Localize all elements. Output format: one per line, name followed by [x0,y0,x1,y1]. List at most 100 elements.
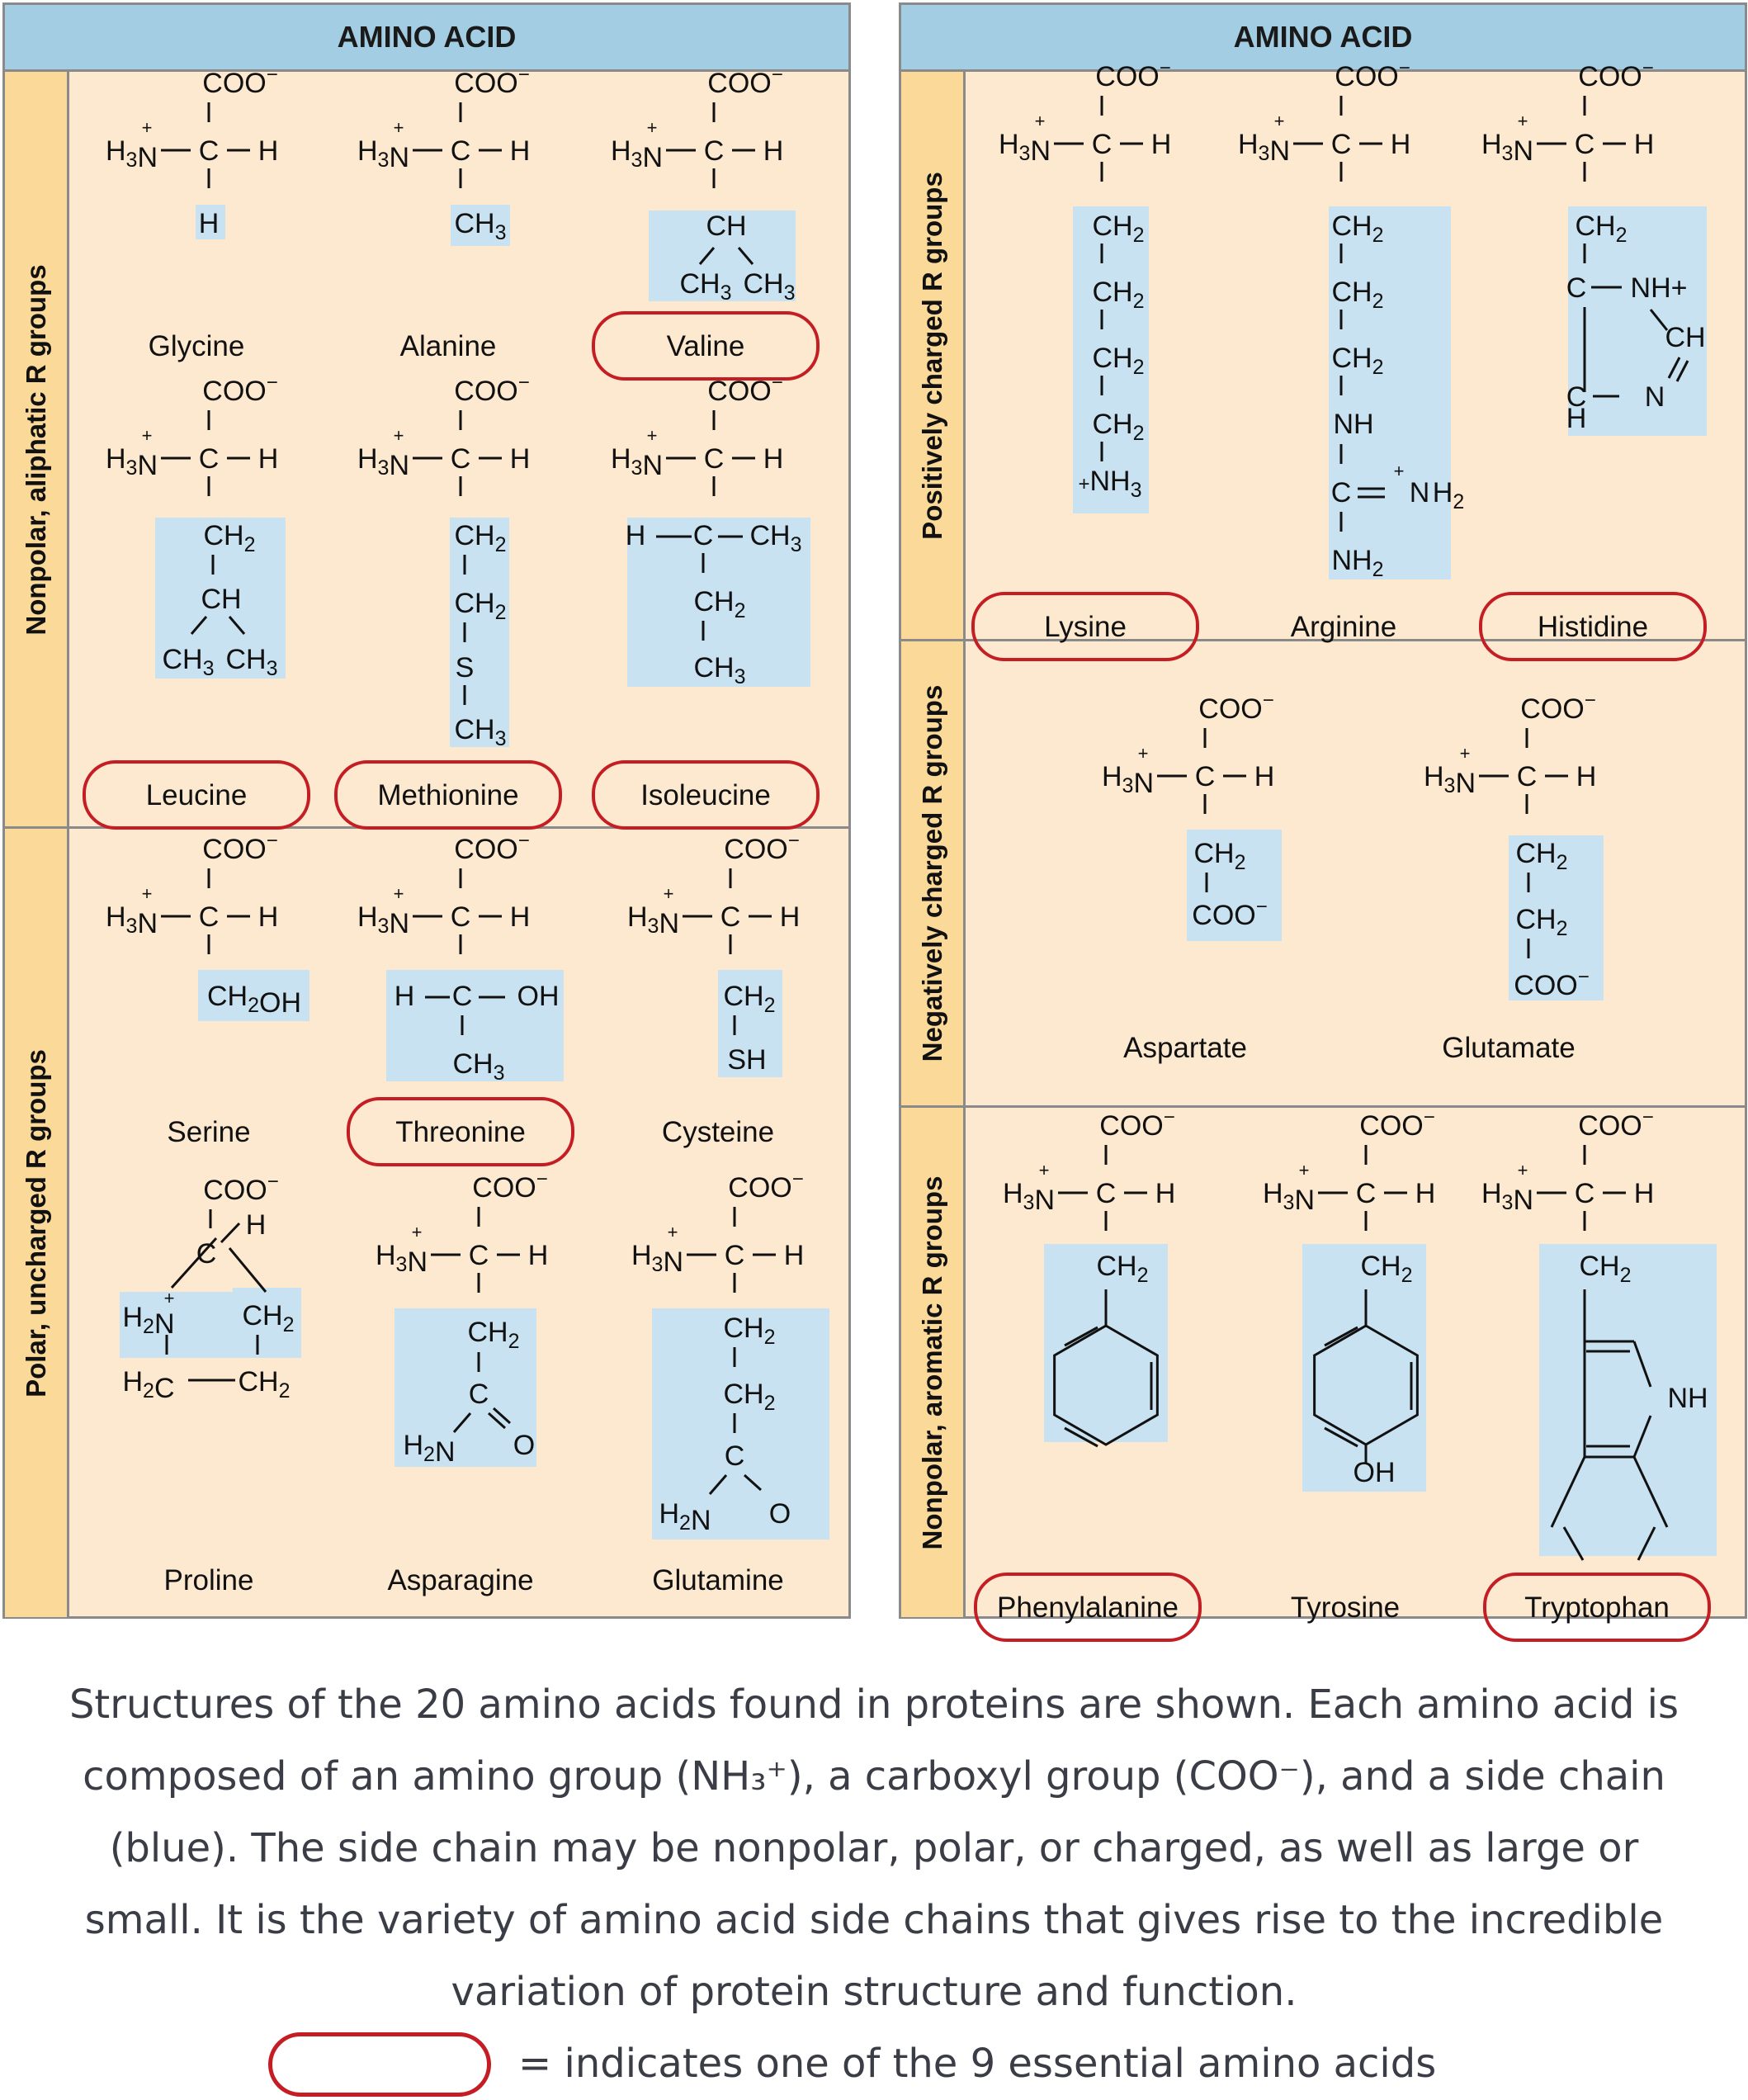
group-divider [901,1105,1745,1108]
svg-text:CH2OH: CH2OH [207,981,301,1019]
svg-text:+: + [647,425,658,446]
amino-acid-name: Glycine [148,330,245,362]
svg-text:C: C [469,1240,489,1271]
svg-text:H3N: H3N [627,901,679,939]
svg-text:C: C [1331,129,1352,160]
svg-text:H: H [1634,129,1655,160]
svg-text:H: H [258,901,279,933]
amino-acid-name: Lysine [1044,611,1127,643]
svg-text:H2N: H2N [122,1302,174,1340]
svg-text:NH+: NH+ [1631,272,1688,304]
svg-text:CH: CH [706,210,746,242]
svg-text:+: + [142,425,153,446]
svg-text:C: C [1356,1178,1377,1209]
legend-text: = indicates one of the 9 essential amino… [518,2041,1437,2087]
svg-text:H3N: H3N [611,135,663,173]
svg-text:CH: CH [1665,322,1705,353]
svg-text:COO−: COO− [1198,689,1273,725]
svg-text:C: C [452,981,473,1012]
amino-acid-name: Glutamate [1442,1032,1576,1064]
svg-text:+: + [1039,1160,1050,1180]
svg-text:H3N: H3N [1263,1178,1315,1216]
svg-text:H3N: H3N [1238,129,1290,167]
svg-text:C: C [1092,129,1113,160]
group-label-nonpolar-aliphatic: Nonpolar, aliphatic R groups [5,72,69,827]
amino-acid-name: Isoleucine [640,779,771,811]
svg-text:H2N: H2N [403,1430,455,1468]
svg-text:+: + [1518,111,1528,131]
svg-text:H3N: H3N [106,901,158,939]
svg-text:CH2: CH2 [1092,343,1144,379]
svg-text:+: + [668,1222,678,1242]
svg-text:H: H [1634,1178,1655,1209]
svg-text:CH: CH [201,584,241,615]
svg-text:COO−: COO− [1578,57,1653,92]
amino-acid-name: Asparagine [387,1564,534,1596]
svg-text:COO−: COO− [724,830,799,865]
svg-text:CH2: CH2 [242,1300,294,1336]
svg-text:H: H [510,135,531,167]
svg-text:H: H [199,208,220,239]
svg-text:H: H [394,981,415,1012]
svg-text:CH3: CH3 [743,268,795,305]
svg-text:CH2: CH2 [693,586,745,622]
svg-text:+: + [142,117,153,138]
amino-acid-name: Aspartate [1123,1032,1247,1064]
svg-text:CH2: CH2 [238,1366,290,1402]
amino-acid-name: Arginine [1290,611,1397,643]
svg-text:H3N: H3N [1424,761,1476,799]
svg-text:CH2: CH2 [723,1312,775,1349]
svg-text:H: H [258,443,279,475]
svg-text:C: C [720,901,741,933]
svg-text:CH2: CH2 [1515,904,1567,940]
svg-text:NH: NH [1667,1383,1708,1414]
svg-text:CH2: CH2 [1360,1251,1412,1287]
svg-text:H: H [784,1240,805,1271]
svg-text:C: C [693,520,714,551]
svg-text:H3N: H3N [1481,129,1533,167]
svg-text:H: H [1151,129,1172,160]
svg-text:COO−: COO− [1095,57,1170,92]
svg-text:C: C [451,443,471,475]
amino-acid-name: Leucine [145,779,248,811]
svg-text:COO−: COO− [707,64,782,99]
svg-text:COO−: COO− [454,830,529,865]
svg-text:SH: SH [727,1044,766,1076]
svg-text:C: C [1195,761,1216,792]
svg-text:H: H [510,443,531,475]
svg-text:CH2: CH2 [1331,210,1383,247]
svg-text:CH3: CH3 [452,1048,504,1085]
svg-text:C: C [1566,381,1587,413]
amino-acid-name: Phenylalanine [997,1592,1179,1624]
svg-text:C: C [1575,1178,1595,1209]
svg-text:H3N: H3N [1102,761,1154,799]
svg-text:C: C [1331,477,1352,508]
svg-text:C: C [199,135,220,167]
amino-acid-name: Methionine [377,779,519,811]
amino-acid-name: Valine [666,330,745,362]
svg-text:C: C [725,1240,745,1271]
caption-line: Structures of the 20 amino acids found i… [69,1681,1679,1728]
svg-text:CH3: CH3 [162,644,214,680]
svg-text:H: H [1566,403,1587,434]
svg-text:+: + [1274,111,1285,131]
svg-text:H3N: H3N [611,443,663,481]
svg-text:CH2: CH2 [454,588,506,624]
caption-line: composed of an amino group (NH₃⁺), a car… [83,1753,1665,1800]
group-label-positively-charged: Positively charged R groups [901,72,966,640]
svg-text:CH3: CH3 [454,208,506,244]
svg-text:C: C [1575,129,1595,160]
amino-acid-name: Serine [167,1116,251,1148]
svg-text:CH2: CH2 [723,981,775,1017]
svg-text:H3N: H3N [106,135,158,173]
essential-outline-icon [334,760,562,830]
svg-text:H: H [528,1240,549,1271]
essential-outline-icon [347,1097,574,1166]
essential-outline-icon [592,311,820,381]
svg-text:COO−: COO− [728,1168,803,1204]
essential-outline-icon [971,592,1199,661]
essential-outline-icon [1479,592,1707,661]
essential-outline-icon [592,760,820,830]
essential-marker-icon [268,2032,491,2097]
